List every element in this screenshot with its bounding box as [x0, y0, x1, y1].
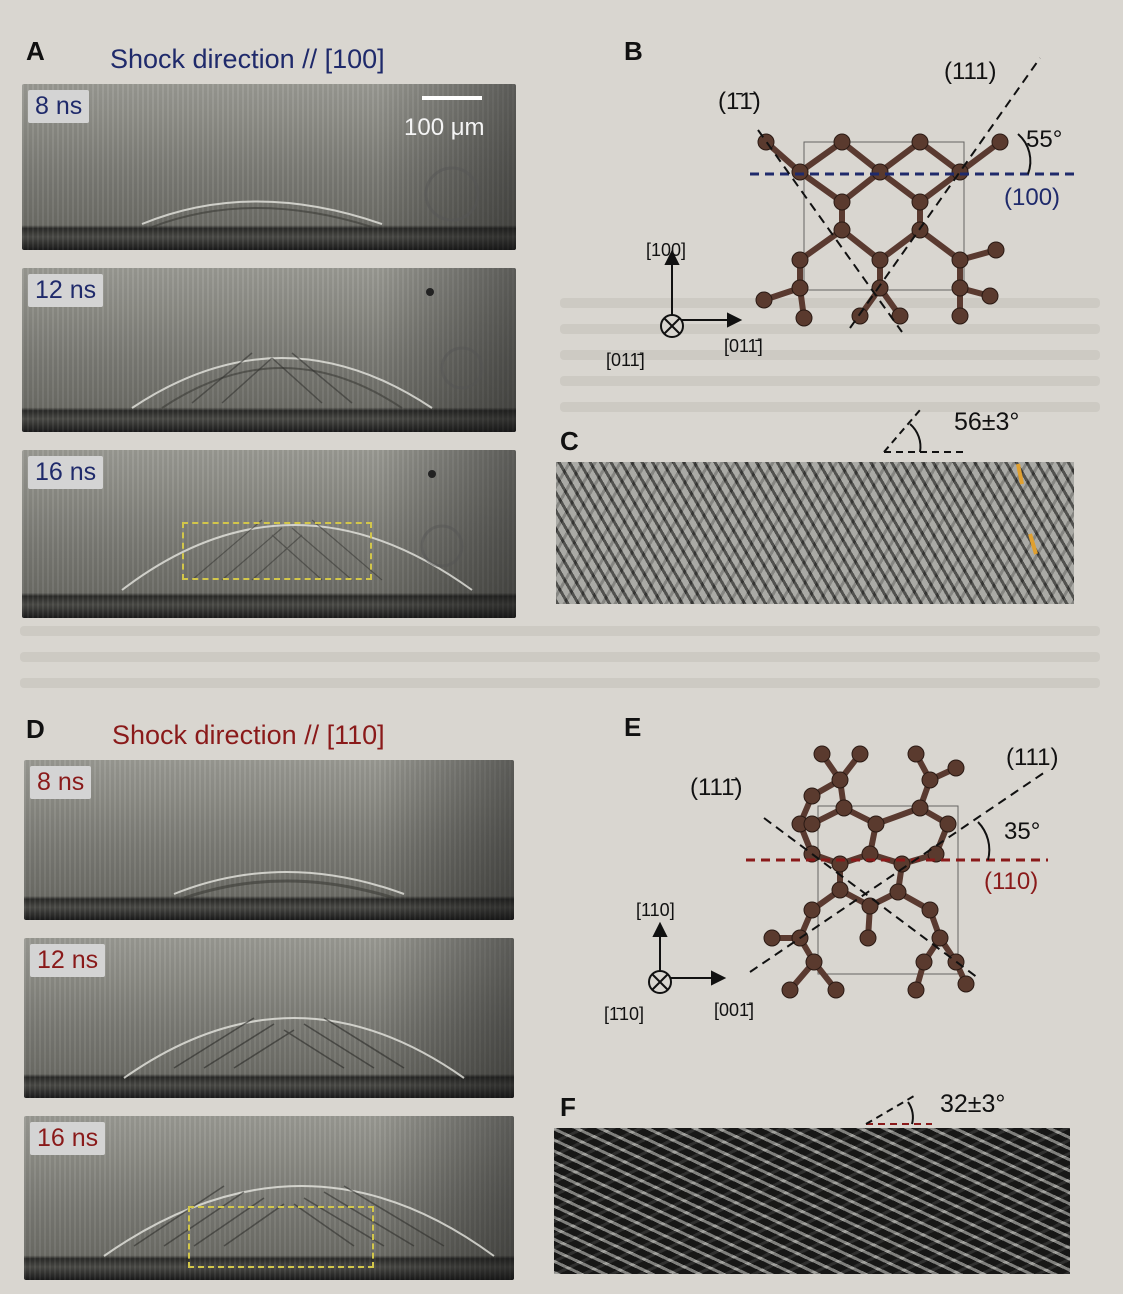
crystal-diagram-110: [746, 745, 1049, 999]
panel-letter-c: C: [560, 426, 579, 456]
micrograph-a-8ns: 8 ns 100 μm: [22, 84, 516, 250]
axes-indicator-e: [648, 921, 727, 994]
zoomed-micrograph-c: [556, 462, 1074, 604]
micrograph-d-16ns: 16 ns: [24, 1116, 514, 1280]
scale-bar-label: 100 μm: [404, 114, 485, 141]
crystal-diagram-100: [660, 57, 1080, 338]
time-label: 12 ns: [30, 944, 106, 977]
axis-label-right: [001̄]: [714, 1000, 755, 1020]
time-label: 8 ns: [28, 90, 90, 123]
micrograph-d-8ns: 8 ns: [24, 760, 514, 920]
plane-label-11-1: (111̄): [690, 774, 743, 801]
plane-label-111: (111): [944, 58, 997, 85]
panel-letter-d: D: [26, 714, 45, 744]
region-of-interest-box: [188, 1206, 374, 1268]
region-of-interest-box: [182, 522, 372, 580]
plane-label-100: (100): [1004, 184, 1061, 211]
time-label: 16 ns: [28, 456, 104, 489]
micrograph-a-12ns: 12 ns: [22, 268, 516, 432]
axis-label-up: [110]: [636, 900, 675, 920]
angle-indicator-c: [883, 409, 964, 453]
axis-label-up: [100]: [646, 240, 687, 260]
zoomed-micrograph-f: [554, 1128, 1070, 1274]
plane-label-1-11: (1̄1̄): [718, 88, 761, 115]
angle-label-c: 56±3°: [954, 408, 1020, 436]
panel-letter-b: B: [624, 36, 643, 66]
angle-indicator-f: [865, 1095, 932, 1125]
plane-label-110: (110): [984, 868, 1039, 895]
panel-letter-f: F: [560, 1092, 576, 1122]
plane-label-111: (111): [1006, 744, 1059, 771]
panel-d-caption: Shock direction // [110]: [112, 720, 385, 750]
panel-letter-a: A: [26, 36, 45, 66]
time-label: 12 ns: [28, 274, 104, 307]
time-label: 16 ns: [30, 1122, 106, 1155]
axis-label-in: [1̄10]: [604, 1004, 645, 1024]
axis-label-right: [011̄]: [724, 336, 763, 356]
angle-label-35: 35°: [1004, 818, 1041, 845]
panel-a-caption: Shock direction // [100]: [110, 44, 385, 74]
panel-letter-e: E: [624, 712, 642, 742]
micrograph-a-16ns: 16 ns: [22, 450, 516, 618]
micrograph-d-12ns: 12 ns: [24, 938, 514, 1098]
axis-label-in: [011̄]: [606, 350, 645, 370]
angle-label-55: 55°: [1026, 126, 1063, 153]
time-label: 8 ns: [30, 766, 92, 799]
angle-label-f: 32±3°: [940, 1090, 1006, 1118]
